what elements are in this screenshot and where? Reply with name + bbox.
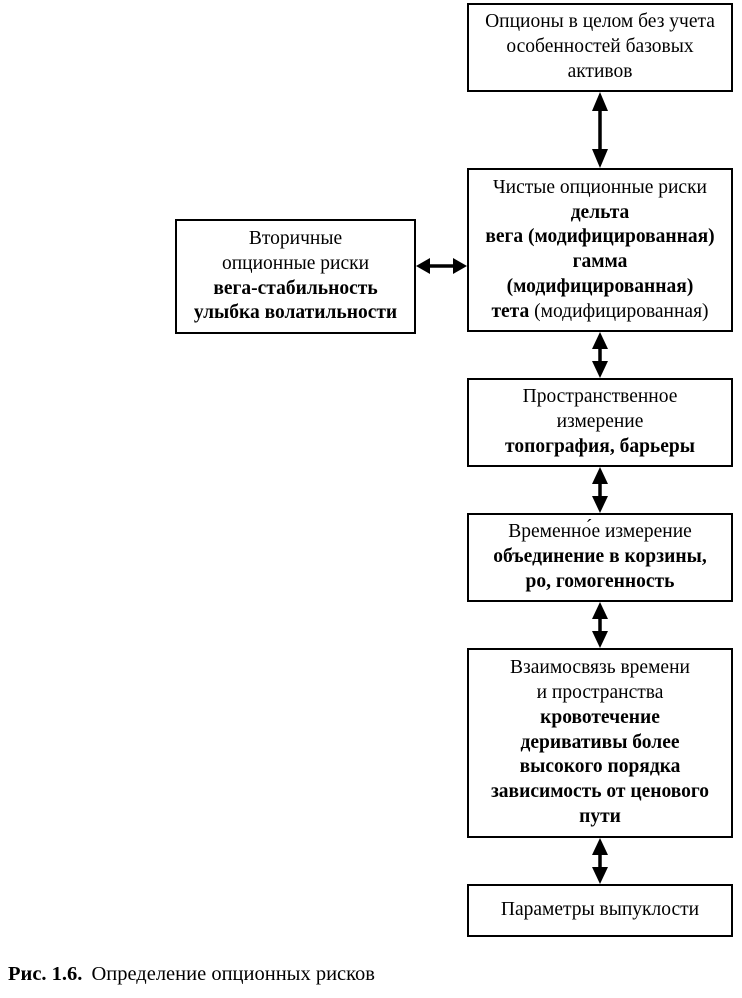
node-line: улыбка волатильности <box>193 302 398 324</box>
node-secondary-option-risks: Вторичные опционные риски вега-стабильно… <box>175 219 416 334</box>
node-line: кровотечение <box>540 706 660 728</box>
node-line: Взаимосвязь времени <box>510 657 690 679</box>
node-line: объединение в корзины, <box>493 546 707 568</box>
node-temporal-dimension: Временно́е измерение объединение в корзи… <box>467 513 733 602</box>
node-line-bold-part: тета <box>491 300 530 322</box>
connector-time-space-interrelation-to-convexity-parameters <box>590 838 610 884</box>
node-line: пути <box>579 805 621 827</box>
node-line: особенностей базовых <box>506 36 694 58</box>
node-line: Опционы в целом без учета <box>485 11 715 33</box>
node-line: вега-стабильность <box>213 277 378 299</box>
node-line: измерение <box>556 411 644 433</box>
node-line: дельта <box>570 201 630 223</box>
figure-caption-text: Определение опционных рисков <box>91 963 375 985</box>
node-pure-option-risks: Чистые опционные риски дельта вега (моди… <box>467 168 733 332</box>
node-line: Вторичные <box>248 228 343 249</box>
node-convexity-parameters: Параметры выпуклости <box>467 884 733 937</box>
node-spatial-dimension: Пространственное измерение топография, б… <box>467 378 733 467</box>
node-line: опционные риски <box>221 252 370 274</box>
figure-number-label: Рис. 1.6. <box>8 963 83 985</box>
node-line: Временно́е измерение <box>508 521 692 543</box>
node-line: Пространственное <box>522 386 678 408</box>
node-line: топография, барьеры <box>505 435 695 457</box>
node-line: и пространства <box>536 682 664 704</box>
node-line: Чистые опционные риски <box>493 176 707 198</box>
node-line: активов <box>567 60 633 82</box>
connector-options-overall-to-pure-option-risks <box>590 92 610 168</box>
node-options-overall: Опционы в целом без учета особенностей б… <box>467 3 733 92</box>
connector-secondary-risks-to-pure-option-risks <box>416 256 467 276</box>
node-line: высокого порядка <box>519 756 681 778</box>
connector-temporal-dimension-to-time-space-interrelation <box>590 602 610 648</box>
node-line: зависимость от ценового <box>490 781 710 803</box>
node-line: гамма <box>572 251 628 272</box>
node-time-space-interrelation: Взаимосвязь времени и пространства крово… <box>467 648 733 838</box>
connector-pure-option-risks-to-spatial-dimension <box>590 332 610 378</box>
node-line-mixed: тета (модифицированная) <box>491 300 708 325</box>
node-line: (модифицированная) <box>506 275 694 297</box>
figure-caption: Рис. 1.6. Определение опционных рисков <box>8 962 375 987</box>
node-line: деривативы более <box>520 731 680 753</box>
node-line: ро, гомогенность <box>525 570 675 592</box>
node-line: вега (модифицированная) <box>485 226 715 248</box>
node-line: Параметры выпуклости <box>500 899 700 921</box>
connector-spatial-dimension-to-temporal-dimension <box>590 467 610 513</box>
node-line-regular-part: (модифицированная) <box>529 300 709 322</box>
